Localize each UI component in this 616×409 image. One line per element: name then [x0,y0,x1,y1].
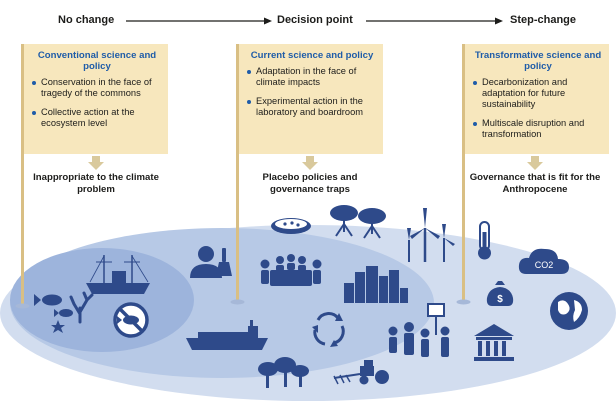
starfish-icon [51,320,65,333]
flag-pole-3 [456,44,471,305]
stage-card-transformative: Transformative science and policy Decarb… [465,44,609,154]
mangrove-icon [330,205,386,239]
stage-bullet: Collective action at the ecosystem level [32,107,162,129]
trees-icon [258,357,309,388]
co2-cloud-label: CO2 [535,260,554,270]
stage-bullet: Adaptation in the face of climate impact… [247,66,377,88]
fishing-boat-icon [86,255,150,294]
stage-outcome-transformative: Governance that is fit for the Anthropoc… [469,172,601,195]
globe-icon [550,292,588,330]
stage-card-conventional: Conventional science and policy Conserva… [24,44,168,154]
sample-dish-icon [271,218,311,234]
timeline-arrow-2 [366,17,503,25]
timeline-arrow-1 [126,17,272,25]
stage-outcome-conventional: Inappropriate to the climate problem [33,172,159,195]
flag-pole-2 [230,44,245,305]
stage-title: Transformative science and policy [474,50,602,72]
city-skyline-icon [344,266,408,303]
tractor-icon [333,360,389,385]
flag-pole-1 [15,44,30,309]
stage-bullet: Decarbonization and adaptation for futur… [473,77,603,110]
stage-bullet: Multiscale disruption and transformation [473,118,603,140]
wind-turbine-icon [407,208,455,262]
timeline-start-label: No change [58,14,115,26]
down-arrow-1 [88,156,104,170]
co2-cloud-icon: CO2 [518,248,569,274]
boardroom-meeting-icon [260,254,322,286]
stage-outcome-current: Placebo policies and governance traps [262,172,358,195]
stage-title: Conventional science and policy [37,50,157,72]
down-arrow-3 [527,156,543,170]
stage-bullet: Experimental action in the laboratory an… [247,96,377,118]
money-bag-icon: $ [486,281,514,306]
fish-icon [34,294,73,317]
svg-text:$: $ [497,294,503,305]
timeline-decision-label: Decision point [277,14,353,26]
no-fishing-icon [113,302,149,338]
scientist-icon [190,246,232,278]
recycle-icon [313,312,345,346]
timeline-end-label: Step-change [510,14,577,26]
coral-icon [69,291,94,324]
protesters-icon [388,303,450,357]
thermometer-icon [478,221,491,260]
cargo-ship-icon [186,320,268,350]
government-building-icon [474,324,514,361]
stage-bullet: Conservation in the face of tragedy of t… [32,77,162,99]
down-arrow-2 [302,156,318,170]
stage-title: Current science and policy [250,50,374,61]
stage-card-current: Current science and policy Adaptation in… [239,44,383,154]
